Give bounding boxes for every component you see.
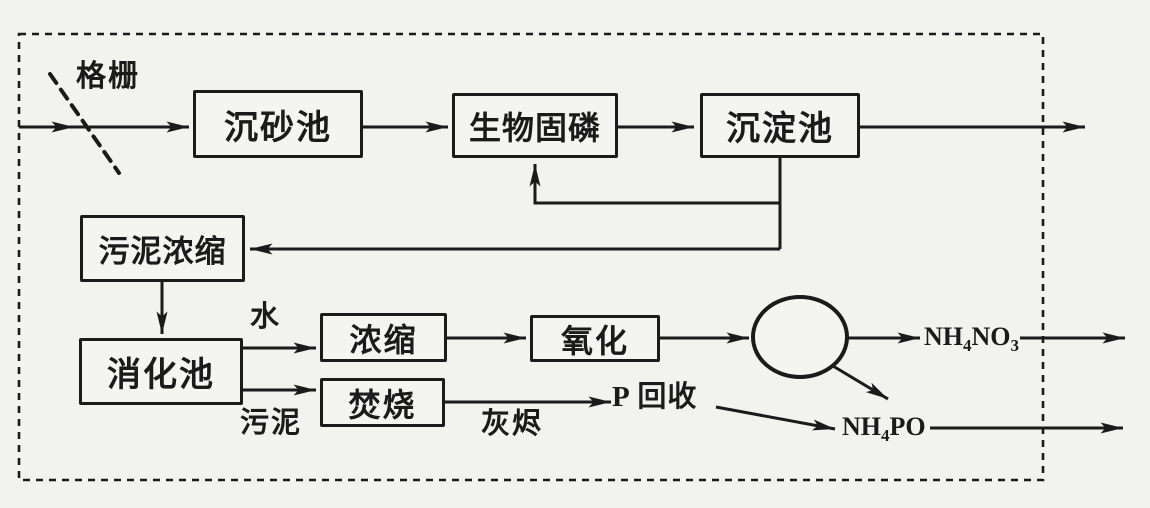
system-boundary bbox=[17, 32, 1045, 482]
grating-mark bbox=[48, 72, 121, 175]
p-recovery-label: P 回收 bbox=[612, 383, 697, 412]
ash-label-text: 灰烬 bbox=[481, 408, 544, 440]
nh4no3-base1: NH bbox=[924, 322, 963, 351]
grating-label: 格栅 bbox=[76, 62, 140, 92]
p-recovery-label-text: P 回收 bbox=[612, 381, 698, 413]
node-bio-phosphorus: 生物固磷 bbox=[452, 93, 618, 158]
node-concentration-label: 浓缩 bbox=[349, 321, 418, 358]
nh4po-label: NH4PO bbox=[842, 412, 926, 445]
water-label: 水 bbox=[250, 303, 281, 332]
node-bio-phosphorus-label: 生物固磷 bbox=[468, 109, 601, 146]
node-sludge-thickening-label: 污泥浓缩 bbox=[98, 234, 227, 269]
arrow-precovery-to-nh4po bbox=[715, 405, 836, 431]
nh4no3-sub1: 4 bbox=[963, 336, 972, 355]
nh4no3-label: NH4NO3 bbox=[924, 322, 1020, 355]
node-digestion: 消化池 bbox=[79, 338, 243, 405]
node-incineration-label: 焚烧 bbox=[348, 386, 417, 423]
node-incineration: 焚烧 bbox=[320, 378, 445, 427]
node-digestion-label: 消化池 bbox=[107, 357, 215, 394]
nh4no3-sub2: 3 bbox=[1010, 336, 1020, 355]
nh4po-base1: NH bbox=[842, 412, 881, 441]
node-oxidation-label: 氧化 bbox=[560, 322, 629, 359]
node-sedimentation: 沉淀池 bbox=[700, 93, 860, 158]
node-sludge-thickening: 污泥浓缩 bbox=[80, 215, 245, 282]
sludge-label: 污泥 bbox=[240, 409, 302, 438]
node-concentration: 浓缩 bbox=[320, 313, 447, 362]
arrow-separator-to-nh4po bbox=[832, 364, 889, 401]
node-oxidation: 氧化 bbox=[530, 315, 660, 362]
nh4no3-base2: NO bbox=[971, 322, 1011, 351]
grating-label-text: 格栅 bbox=[76, 60, 140, 93]
node-grit-chamber: 沉砂池 bbox=[193, 90, 363, 158]
sludge-label-text: 污泥 bbox=[240, 407, 303, 439]
ash-label: 灰烬 bbox=[481, 410, 543, 439]
nh4po-sub1: 4 bbox=[881, 426, 890, 445]
node-sedimentation-label: 沉淀池 bbox=[726, 111, 834, 148]
arrow-return-to-biop bbox=[529, 164, 780, 205]
nh4po-base2: PO bbox=[889, 412, 926, 441]
water-label-text: 水 bbox=[250, 301, 282, 333]
separator-circle bbox=[751, 295, 849, 379]
node-grit-chamber-label: 沉砂池 bbox=[224, 109, 332, 147]
